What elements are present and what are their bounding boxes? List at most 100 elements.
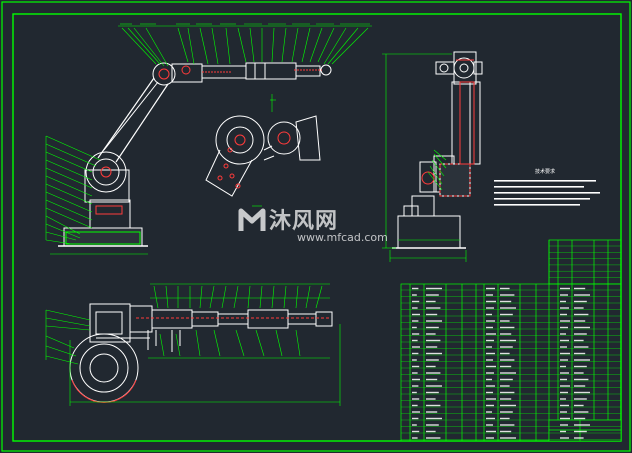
cell-text-mark <box>574 391 590 394</box>
cell-text-mark <box>560 359 568 361</box>
cell-text-mark <box>426 339 441 342</box>
cell-text-mark <box>500 404 516 407</box>
cell-text-mark <box>500 411 513 413</box>
cell-text-mark <box>574 333 587 335</box>
cell-text-mark <box>412 333 420 335</box>
cell-text-mark <box>560 385 570 387</box>
cell-text-mark <box>486 352 495 355</box>
cell-text-mark <box>486 391 493 394</box>
cell-text-mark <box>560 333 566 335</box>
cell-text-mark <box>426 294 439 296</box>
top-view-dimensions <box>45 283 341 406</box>
cell-text-mark <box>574 437 584 439</box>
cell-text-mark <box>486 333 496 335</box>
cell-text-mark <box>560 352 570 355</box>
cell-text-mark <box>486 287 495 290</box>
cell-text-mark <box>574 365 587 368</box>
cell-text-mark <box>426 372 441 374</box>
cell-text-mark <box>486 339 494 342</box>
cell-text-mark <box>560 391 568 394</box>
cell-text-mark <box>560 307 569 309</box>
cell-text-mark <box>574 378 589 381</box>
cell-text-mark <box>426 404 441 407</box>
cell-text-mark <box>486 313 492 316</box>
cell-text-mark <box>574 313 589 316</box>
cell-text-mark <box>486 326 493 329</box>
cell-text-mark <box>426 378 438 381</box>
cell-text-mark <box>412 437 418 439</box>
detail-view <box>205 115 321 197</box>
cell-text-mark <box>500 320 510 322</box>
cell-text-mark <box>574 385 586 387</box>
cell-text-mark <box>486 404 494 407</box>
cell-text-mark <box>412 378 420 381</box>
cell-text-mark <box>412 326 417 329</box>
cell-text-mark <box>486 385 495 387</box>
cell-text-mark <box>412 411 420 413</box>
cell-text-mark <box>486 378 492 381</box>
cell-text-mark <box>486 294 493 296</box>
cell-text-mark <box>500 417 510 420</box>
cell-text-mark <box>500 339 516 342</box>
cell-text-mark <box>426 417 442 420</box>
cell-text-mark <box>574 287 586 290</box>
cell-text-mark <box>426 430 436 433</box>
cell-text-mark <box>500 424 515 426</box>
cell-text-mark <box>412 404 418 407</box>
cell-text-mark <box>500 365 512 368</box>
cell-text-mark <box>500 313 513 316</box>
cell-text-mark <box>486 359 493 361</box>
cell-text-mark <box>486 430 496 433</box>
cell-text-mark <box>574 320 586 322</box>
cell-text-mark <box>560 424 568 426</box>
cell-text-mark <box>426 326 439 329</box>
cell-text-mark <box>560 417 570 420</box>
cell-text-mark <box>426 333 436 335</box>
cell-text-mark <box>412 365 420 368</box>
cell-text-mark <box>560 411 567 413</box>
cell-text-mark <box>486 307 494 309</box>
detail-label <box>252 94 276 207</box>
cell-text-mark <box>412 339 418 342</box>
cell-text-mark <box>500 378 513 381</box>
cell-text-mark <box>486 346 492 348</box>
cell-text-mark <box>500 333 512 335</box>
cell-text-mark <box>412 372 418 374</box>
cell-text-mark <box>574 346 589 348</box>
cell-text-mark <box>412 352 419 355</box>
cell-text-mark <box>560 300 566 303</box>
cell-text-mark <box>500 294 515 296</box>
cell-text-mark <box>560 430 566 433</box>
cell-text-mark <box>426 352 442 355</box>
cell-text-mark <box>426 346 438 348</box>
cell-text-mark <box>500 307 516 309</box>
cell-text-mark <box>426 411 438 413</box>
cell-text-mark <box>486 300 496 303</box>
tech-requirements-title: 技术要求 <box>535 169 556 175</box>
cell-text-mark <box>500 372 516 374</box>
cell-text-mark <box>574 294 590 296</box>
cell-text-mark <box>426 385 442 387</box>
cell-text-mark <box>486 411 492 413</box>
cell-text-mark <box>500 437 516 439</box>
cell-text-mark <box>574 352 586 355</box>
cell-text-mark <box>412 398 420 400</box>
cell-text-mark <box>412 294 417 296</box>
cell-text-mark <box>574 359 590 361</box>
cell-text-mark <box>486 372 494 374</box>
cell-text-mark <box>574 372 584 374</box>
cell-text-mark <box>560 378 567 381</box>
cell-text-mark <box>560 320 570 322</box>
front-view-arm <box>58 62 332 247</box>
cell-text-mark <box>412 300 420 303</box>
cell-text-mark <box>574 398 587 400</box>
cell-text-mark <box>560 294 568 296</box>
parts-list-cell-text <box>412 287 590 439</box>
cell-text-mark <box>500 326 515 329</box>
cell-text-mark <box>560 437 569 439</box>
cell-text-mark <box>486 398 496 400</box>
cell-text-mark <box>500 346 513 348</box>
cell-text-mark <box>426 398 436 400</box>
